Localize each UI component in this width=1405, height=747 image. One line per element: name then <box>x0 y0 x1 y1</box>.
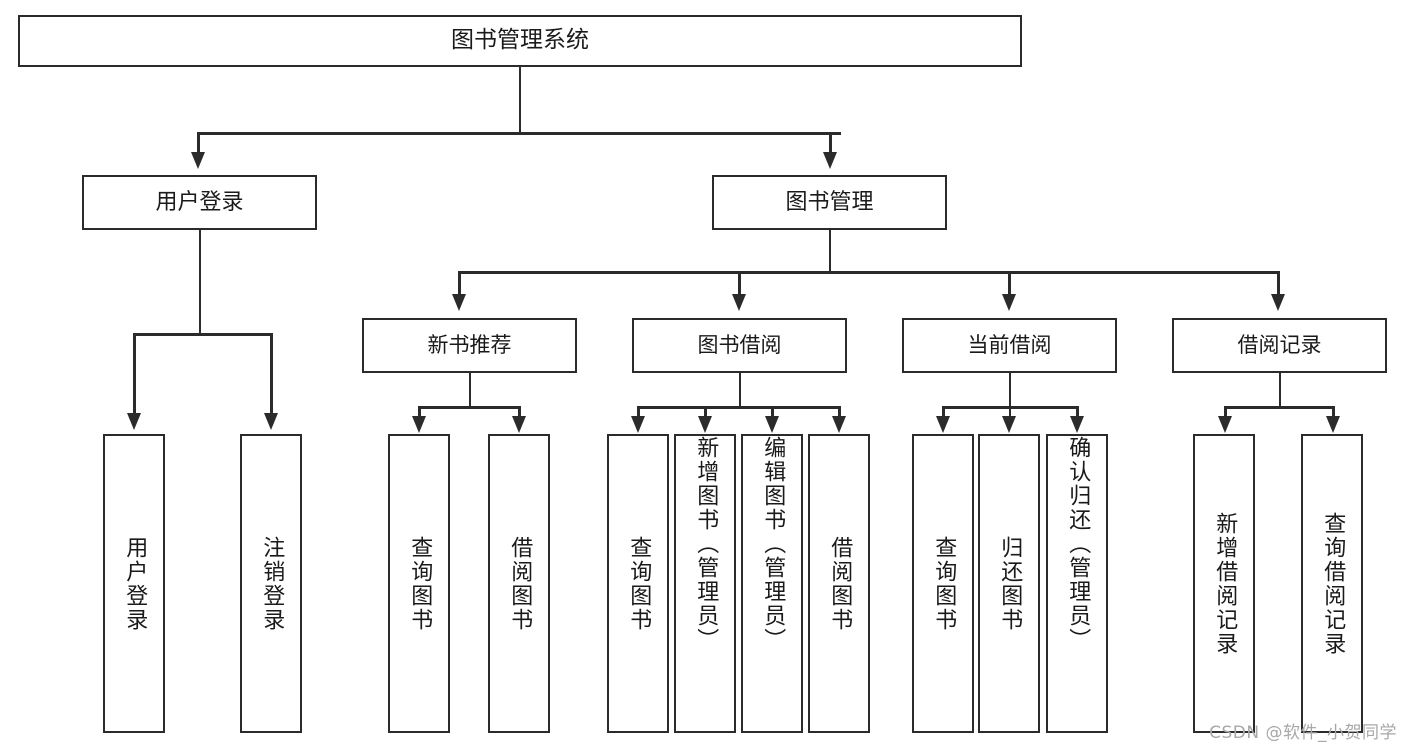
node-book-management[interactable]: 图书管理 <box>712 175 947 230</box>
leaf-borrow-record-1[interactable]: 新增借阅记录 <box>1193 434 1255 733</box>
connector-bm-to-borrow-record <box>1277 271 1280 296</box>
leaf-label: 编辑图书（管理员） <box>760 436 786 652</box>
leaf-label: 查询图书 <box>626 535 652 632</box>
leaf-borrow-record-2[interactable]: 查询借阅记录 <box>1301 434 1363 733</box>
connector-book-borrow-stem <box>738 373 741 408</box>
node-root-book-management-system[interactable]: 图书管理系统 <box>18 15 1022 67</box>
leaf-label: 用户登录 <box>122 535 148 632</box>
connector-root-to-book-management <box>829 132 832 154</box>
leaf-book-borrow-4[interactable]: 借阅图书 <box>808 434 870 733</box>
connector-nb-leaf-1 <box>418 406 421 418</box>
arrowhead-bm-to-new-book <box>451 294 466 311</box>
connector-bm-to-current-borrow <box>1008 271 1011 296</box>
leaf-user-login-1[interactable]: 用户登录 <box>103 434 165 733</box>
connector-new-book-stem <box>468 373 471 408</box>
arrowhead-bb-leaf-2 <box>697 416 712 433</box>
connector-user-login-to-leaf-1 <box>133 333 136 415</box>
arrowhead-nb-leaf-2 <box>511 416 526 433</box>
arrowhead-br-leaf-2 <box>1325 416 1340 433</box>
leaf-label: 查询图书 <box>407 535 433 632</box>
arrowhead-bm-to-book-borrow <box>731 294 746 311</box>
connector-br-leaf-2 <box>1332 406 1335 418</box>
node-borrow-record[interactable]: 借阅记录 <box>1172 318 1387 373</box>
connector-new-book-bus <box>419 406 520 409</box>
connector-cb-leaf-1 <box>942 406 945 418</box>
leaf-label: 归还图书 <box>997 535 1023 632</box>
connector-bb-leaf-4 <box>838 406 841 418</box>
leaf-current-borrow-2[interactable]: 归还图书 <box>978 434 1040 733</box>
connector-borrow-record-stem <box>1278 373 1281 408</box>
connector-book-management-stem <box>828 230 831 273</box>
arrowhead-cb-leaf-3 <box>1069 416 1084 433</box>
leaf-book-borrow-3[interactable]: 编辑图书（管理员） <box>741 434 803 733</box>
node-user-login[interactable]: 用户登录 <box>82 175 317 230</box>
leaf-label: 借阅图书 <box>827 535 853 632</box>
node-new-book-recommend[interactable]: 新书推荐 <box>362 318 577 373</box>
node-label: 图书管理系统 <box>451 27 589 54</box>
connector-user-login-to-leaf-2 <box>270 333 273 415</box>
connector-bm-to-book-borrow <box>738 271 741 296</box>
arrowhead-root-to-book-management <box>822 152 837 169</box>
leaf-book-borrow-2[interactable]: 新增图书（管理员） <box>674 434 736 733</box>
connector-cb-leaf-3 <box>1076 406 1079 418</box>
leaf-label: 新增图书（管理员） <box>693 436 719 652</box>
leaf-user-login-2[interactable]: 注销登录 <box>240 434 302 733</box>
arrowhead-bb-leaf-1 <box>630 416 645 433</box>
arrowhead-user-login-leaf-1 <box>126 413 141 430</box>
connector-bb-leaf-2 <box>704 406 707 418</box>
node-label: 图书管理 <box>785 189 874 215</box>
connector-cb-leaf-2 <box>1008 406 1011 418</box>
connector-root-to-user-login <box>197 132 200 154</box>
leaf-label: 借阅图书 <box>507 535 533 632</box>
arrowhead-br-leaf-1 <box>1217 416 1232 433</box>
connector-borrow-record-bus <box>1225 406 1334 409</box>
connector-bb-leaf-1 <box>637 406 640 418</box>
node-current-borrow[interactable]: 当前借阅 <box>902 318 1117 373</box>
connector-current-borrow-stem <box>1008 373 1011 408</box>
arrowhead-user-login-leaf-2 <box>263 413 278 430</box>
arrowhead-bm-to-borrow-record <box>1270 294 1285 311</box>
arrowhead-bb-leaf-3 <box>764 416 779 433</box>
connector-bb-leaf-3 <box>771 406 774 418</box>
node-label: 用户登录 <box>155 189 244 215</box>
arrowhead-cb-leaf-1 <box>935 416 950 433</box>
node-label: 新书推荐 <box>427 333 512 358</box>
leaf-current-borrow-1[interactable]: 查询图书 <box>912 434 974 733</box>
connector-root-stem <box>518 67 521 134</box>
arrowhead-root-to-user-login <box>190 152 205 169</box>
leaf-label: 新增借阅记录 <box>1212 511 1238 656</box>
leaf-label: 确认归还（管理员） <box>1065 436 1091 652</box>
connector-user-login-stem <box>198 230 201 335</box>
connector-user-login-bus <box>134 333 271 336</box>
csdn-watermark: CSDN @软件_小贺同学 <box>1209 723 1397 743</box>
node-label: 图书借阅 <box>697 333 782 358</box>
leaf-current-borrow-3[interactable]: 确认归还（管理员） <box>1046 434 1108 733</box>
leaf-new-book-recommend-2[interactable]: 借阅图书 <box>488 434 550 733</box>
connector-bm-to-new-book <box>458 271 461 296</box>
connector-nb-leaf-2 <box>518 406 521 418</box>
node-book-borrow[interactable]: 图书借阅 <box>632 318 847 373</box>
arrowhead-nb-leaf-1 <box>411 416 426 433</box>
leaf-book-borrow-1[interactable]: 查询图书 <box>607 434 669 733</box>
arrowhead-cb-leaf-2 <box>1002 416 1016 433</box>
leaf-label: 查询图书 <box>931 535 957 632</box>
arrowhead-bb-leaf-4 <box>831 416 846 433</box>
connector-book-borrow-bus <box>638 406 840 409</box>
arrowhead-bm-to-current-borrow <box>1001 294 1016 311</box>
connector-book-management-bus <box>459 271 1279 274</box>
leaf-label: 注销登录 <box>259 535 285 632</box>
connector-br-leaf-1 <box>1224 406 1227 418</box>
node-label: 当前借阅 <box>967 333 1052 358</box>
node-label: 借阅记录 <box>1237 333 1322 358</box>
leaf-new-book-recommend-1[interactable]: 查询图书 <box>388 434 450 733</box>
connector-root-bus <box>198 132 841 135</box>
leaf-label: 查询借阅记录 <box>1320 511 1346 656</box>
